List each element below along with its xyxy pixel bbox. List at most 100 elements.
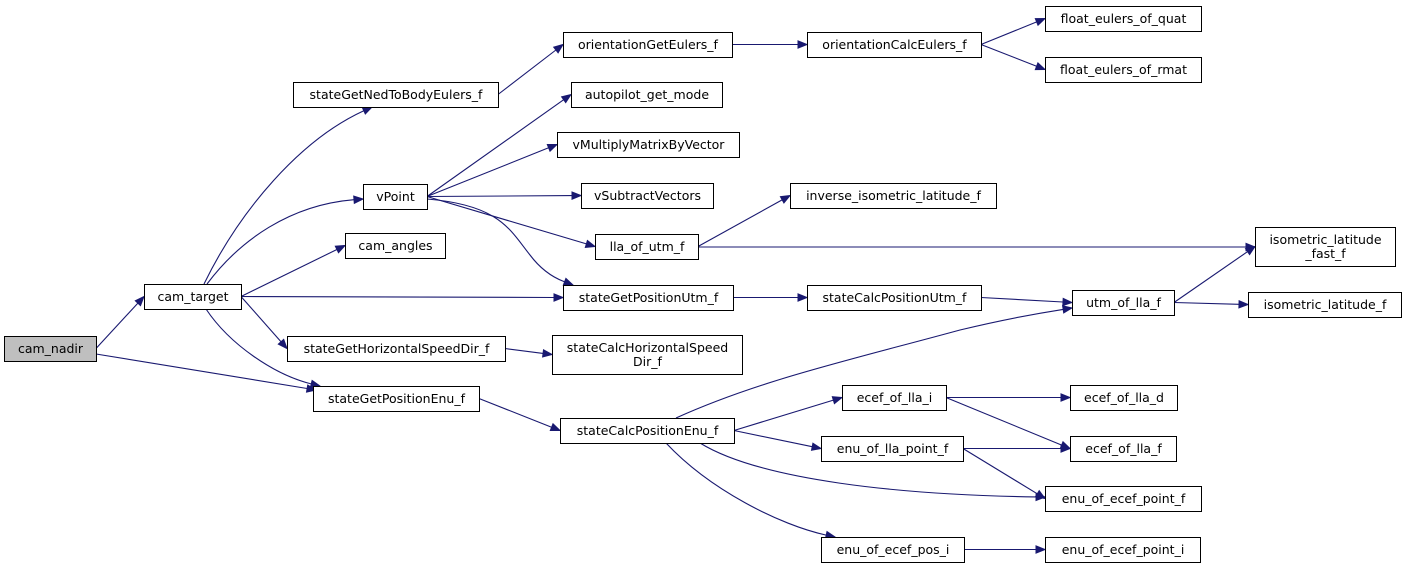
node-label: isometric_latitude_f — [1264, 297, 1387, 312]
node-ecef-of-lla-f[interactable]: ecef_of_lla_f — [1070, 436, 1177, 462]
edge-line — [1173, 301, 1240, 305]
node-label: orientationCalcEulers_f — [822, 37, 967, 52]
node-box — [1045, 57, 1202, 83]
node-box — [144, 284, 242, 310]
node-label: stateGetPositionEnu_f — [328, 391, 466, 406]
node-enu-of-ecef-point-f[interactable]: enu_of_ecef_point_f — [1045, 486, 1202, 512]
node-isometric-latitude-fast-f[interactable]: isometric_latitude_fast_f — [1255, 227, 1396, 267]
edge-lla_of_utm_f-to-isometric_latitude_fast_f — [698, 242, 1257, 252]
node-vSubtractVectors[interactable]: vSubtractVectors — [581, 183, 714, 209]
edge-cam_nadir-to-cam_target — [95, 295, 145, 349]
node-ecef-of-lla-i[interactable]: ecef_of_lla_i — [842, 385, 947, 411]
node-label: ecef_of_lla_i — [857, 390, 933, 405]
node-stateGetPositionEnu-f[interactable]: stateGetPositionEnu_f — [313, 386, 480, 412]
node-stateCalcPositionUtm-f[interactable]: stateCalcPositionUtm_f — [807, 285, 982, 311]
node-orientationCalcEulers-f[interactable]: orientationCalcEulers_f — [807, 32, 982, 58]
node-label: inverse_isometric_latitude_f — [806, 188, 981, 203]
node-label: enu_of_lla_point_f — [837, 441, 949, 456]
node-label: stateCalcPositionUtm_f — [823, 290, 968, 305]
arrow-head-icon — [797, 40, 809, 49]
node-label: cam_nadir — [18, 341, 84, 356]
node-label: vMultiplyMatrixByVector — [573, 137, 726, 152]
node-label: cam_angles — [358, 238, 432, 253]
edge-orientationGetEulers_f-to-orientationCalcEulers_f — [732, 40, 809, 49]
node-box — [581, 183, 714, 209]
edge-orientationCalcEulers_f-to-float_eulers_of_quat — [980, 17, 1047, 46]
edge-line — [206, 199, 355, 285]
node-enu-of-ecef-point-i[interactable]: enu_of_ecef_point_i — [1045, 537, 1201, 563]
node-cam-nadir[interactable]: cam_nadir — [4, 336, 97, 362]
node-label: cam_target — [158, 289, 229, 304]
node-label: vPoint — [376, 189, 415, 204]
edge-line — [980, 21, 1037, 46]
arrow-head-icon — [1034, 489, 1047, 500]
node-enu-of-lla-point-f[interactable]: enu_of_lla_point_f — [821, 436, 964, 462]
edge-line — [697, 199, 783, 247]
node-autopilot-get-mode[interactable]: autopilot_get_mode — [571, 82, 723, 108]
arrow-head-icon — [549, 422, 562, 431]
arrow-head-icon — [831, 396, 844, 405]
edge-vPoint-to-vMultiplyMatrixByVector — [426, 144, 559, 198]
node-label: enu_of_ecef_point_f — [1062, 491, 1186, 506]
edge-cam_target-to-cam_angles — [240, 244, 347, 297]
edge-line — [504, 347, 544, 354]
node-cam-target[interactable]: cam_target — [144, 284, 242, 310]
node-ecef-of-lla-d[interactable]: ecef_of_lla_d — [1070, 385, 1178, 411]
edge-line — [962, 448, 1038, 495]
edge-line — [203, 110, 365, 285]
node-enu-of-ecef-pos-i[interactable]: enu_of_ecef_pos_i — [821, 537, 965, 563]
edge-line — [699, 442, 1037, 498]
edge-line — [980, 43, 1037, 67]
edge-line — [1173, 251, 1248, 303]
node-box — [1070, 385, 1178, 411]
node-orientationGetEulers-f[interactable]: orientationGetEulers_f — [563, 32, 733, 58]
edge-vPoint-to-autopilot_get_mode — [426, 93, 573, 197]
edge-cam_target-to-stateGetPositionUtm_f — [240, 293, 565, 302]
node-utm-of-lla-f[interactable]: utm_of_lla_f — [1072, 290, 1175, 316]
edge-cam_target-to-stateGetHorizontalSpeedDir_f — [240, 296, 288, 350]
node-vPoint[interactable]: vPoint — [363, 184, 428, 210]
edge-line — [426, 198, 565, 283]
node-stateCalcPositionEnu-f[interactable]: stateCalcPositionEnu_f — [560, 418, 735, 444]
node-box — [842, 385, 947, 411]
node-label: orientationGetEulers_f — [578, 37, 719, 52]
arrow-head-icon — [353, 195, 365, 205]
edge-line — [95, 302, 139, 349]
edge-line — [240, 296, 282, 343]
node-label: ecef_of_lla_d — [1084, 390, 1164, 405]
node-vMultiplyMatrixByVector[interactable]: vMultiplyMatrixByVector — [557, 132, 740, 158]
node-stateGetPositionUtm-f[interactable]: stateGetPositionUtm_f — [563, 285, 734, 311]
node-float-eulers-of-quat[interactable]: float_eulers_of_quat — [1045, 6, 1202, 32]
node-label: ecef_of_lla_f — [1085, 441, 1162, 456]
node-isometric-latitude-f[interactable]: isometric_latitude_f — [1248, 292, 1402, 318]
node-box — [1070, 436, 1177, 462]
node-lla-of-utm-f[interactable]: lla_of_utm_f — [595, 234, 699, 260]
node-label: vSubtractVectors — [594, 188, 701, 203]
arrow-head-icon — [1035, 545, 1047, 554]
node-float-eulers-of-rmat[interactable]: float_eulers_of_rmat — [1045, 57, 1202, 83]
arrow-head-icon — [277, 338, 288, 350]
arrow-head-icon — [1244, 245, 1257, 256]
edge-line — [478, 397, 552, 428]
arrow-head-icon — [810, 442, 823, 451]
arrow-head-icon — [334, 244, 347, 254]
edge-vPoint-to-stateGetPositionUtm_f — [426, 198, 575, 286]
arrow-head-icon — [584, 239, 597, 248]
node-inverse-isometric-latitude-f[interactable]: inverse_isometric_latitude_f — [790, 183, 997, 209]
node-box — [1045, 6, 1202, 32]
node-cam-angles[interactable]: cam_angles — [345, 233, 446, 259]
node-box — [821, 436, 964, 462]
arrow-head-icon — [779, 194, 792, 204]
node-label: stateCalcHorizontalSpeed — [567, 340, 728, 355]
arrow-head-icon — [542, 349, 554, 358]
node-label: autopilot_get_mode — [585, 87, 709, 102]
node-label: enu_of_ecef_pos_i — [837, 542, 950, 557]
node-stateGetNedToBodyEulers-f[interactable]: stateGetNedToBodyEulers_f — [293, 82, 499, 108]
node-stateGetHorizontalSpeedDir-f[interactable]: stateGetHorizontalSpeedDir_f — [287, 336, 506, 362]
edge-stateGetPositionEnu_f-to-stateCalcPositionEnu_f — [478, 397, 562, 431]
node-label: float_eulers_of_quat — [1061, 11, 1187, 26]
edge-stateCalcPositionEnu_f-to-enu_of_lla_point_f — [733, 429, 823, 451]
arrow-head-icon — [1061, 305, 1074, 314]
